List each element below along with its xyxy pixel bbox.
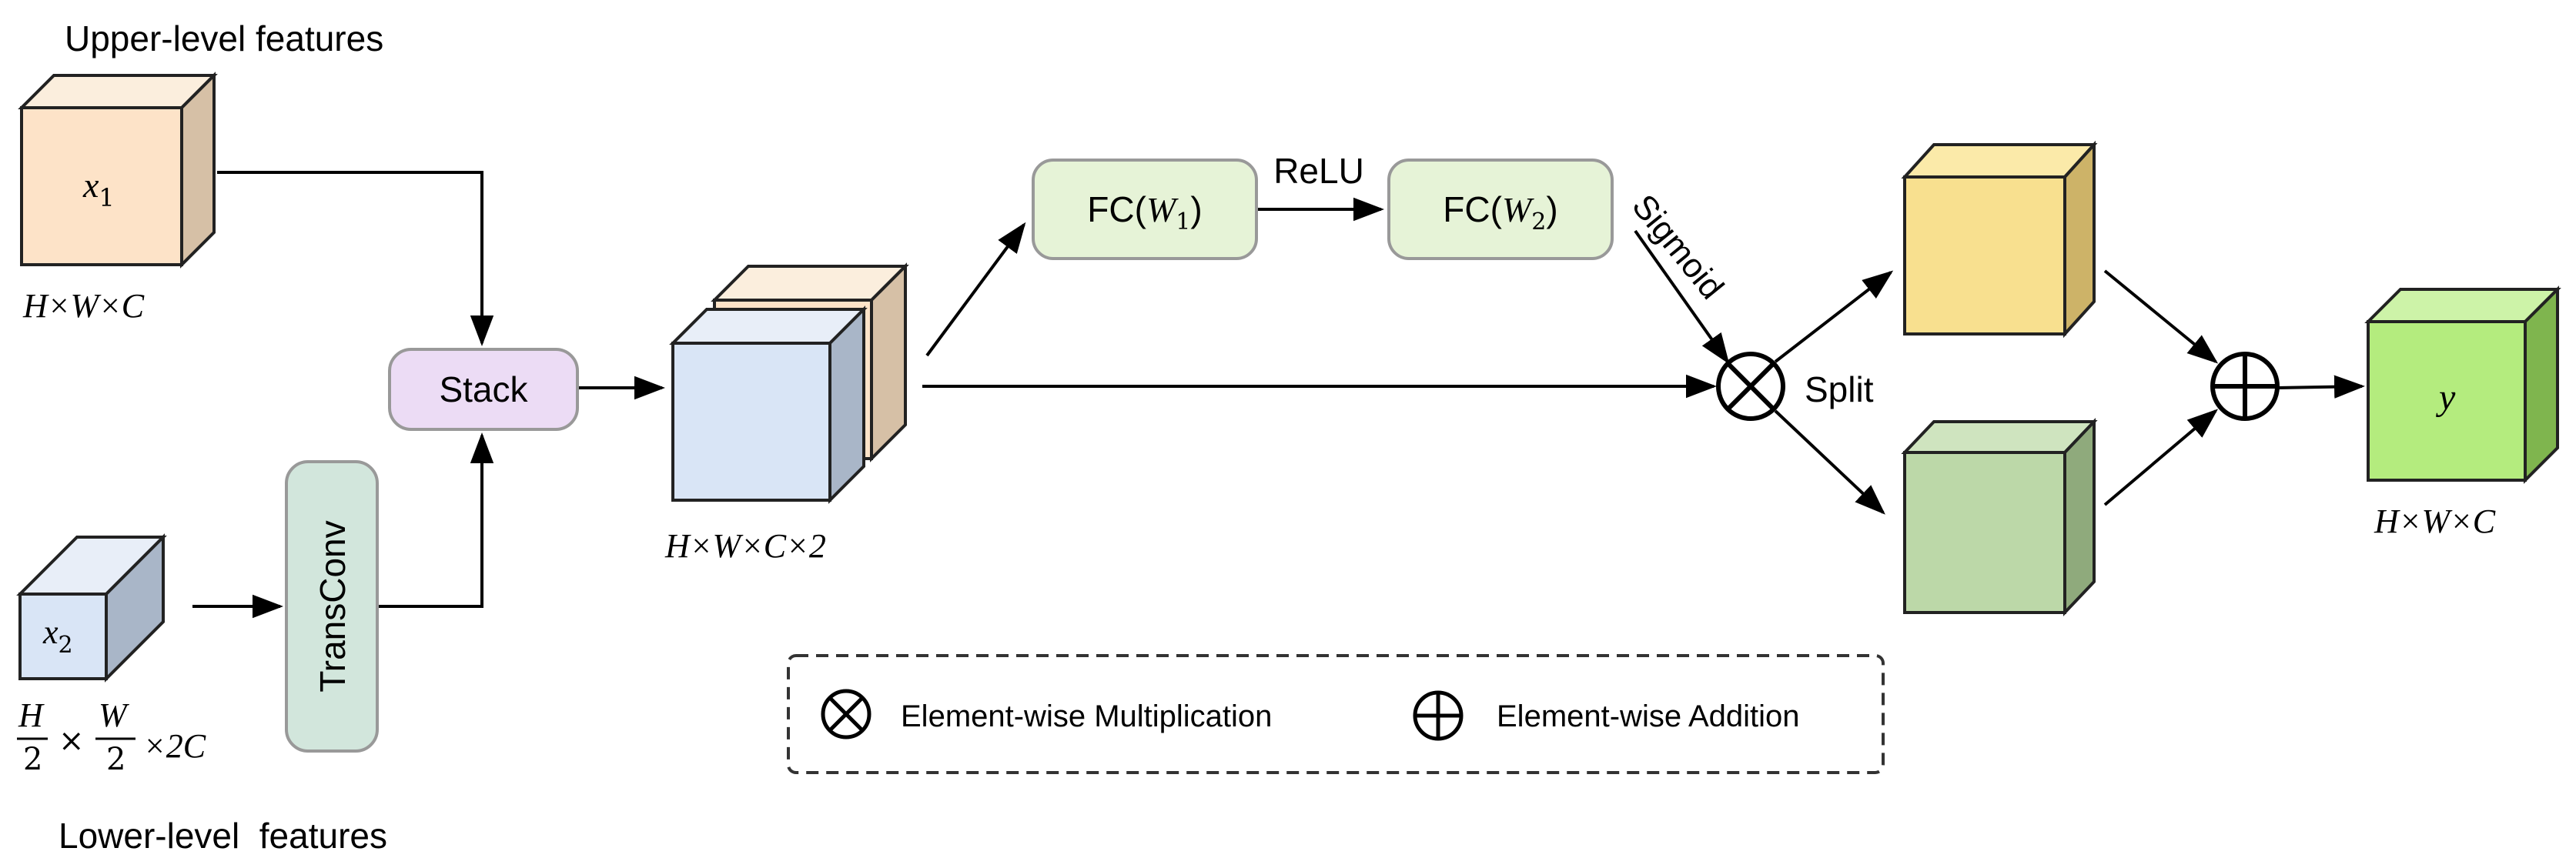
- transconv-box: [285, 460, 379, 753]
- x1-dims: H×W×C: [22, 287, 145, 325]
- x2-cube-label: x2: [42, 613, 73, 659]
- x2-dims-h: H: [18, 696, 45, 734]
- x2-cube-front: [18, 593, 108, 680]
- output-dims: H×W×C: [2374, 502, 2496, 540]
- x1-cube-label: x1: [82, 165, 115, 212]
- arrow-cube-to-fc1: [925, 222, 1026, 357]
- x1-cube-front: [20, 106, 183, 266]
- x2-dims-w: W: [99, 696, 129, 734]
- output-cube-label: y: [2435, 377, 2456, 418]
- x2-dims: H 2 × W 2 ×2C: [17, 696, 206, 777]
- legend: Element-wise Multiplication Element-wise…: [787, 654, 1885, 774]
- stack-box: [388, 348, 579, 431]
- split-label: Split: [1805, 369, 1874, 409]
- green-cube-front: [1903, 451, 2066, 614]
- upper-level-features-label: Upper-level features: [65, 18, 383, 58]
- fc2-box: [1387, 159, 1614, 260]
- legend-multiplication-label: Element-wise Multiplication: [901, 699, 1272, 733]
- output-cube: y: [2364, 285, 2561, 484]
- yellow-cube-side: [2063, 140, 2096, 339]
- connectors: [192, 171, 2365, 619]
- x2-dims-tail: ×2C: [143, 727, 206, 765]
- lower-level-features-label: Lower-level features: [59, 816, 387, 856]
- green-cube: [1901, 417, 2098, 617]
- legend-box: [787, 654, 1885, 774]
- arrow-green-to-add: [2103, 409, 2219, 506]
- arrow-add-to-output: [2277, 375, 2365, 399]
- legend-multiply-icon: [821, 689, 871, 739]
- legend-addition-label: Element-wise Addition: [1497, 699, 1800, 733]
- x1-cube: x1: [18, 72, 218, 269]
- fc1-label: FC(W1): [1087, 189, 1202, 235]
- arrow-multiply-to-yellow: [1774, 270, 1894, 363]
- x2-dims-times: ×: [59, 723, 85, 759]
- stacked-cube-front-face: [671, 342, 831, 502]
- output-cube-front: [2367, 320, 2527, 482]
- green-cube-top: [1901, 420, 2098, 454]
- x1-cube-side: [180, 72, 216, 269]
- arrow-yellow-to-add: [2103, 269, 2219, 364]
- multiply-operator: [1716, 352, 1785, 421]
- x2-dims-w-denominator: 2: [106, 742, 125, 777]
- arrow-transconv-to-stack: [379, 432, 494, 608]
- yellow-cube-front: [1903, 175, 2066, 336]
- green-cube-side: [2063, 417, 2096, 617]
- x2-cube: x2: [16, 533, 167, 683]
- stacked-cube-back-side: [870, 262, 907, 462]
- yellow-cube: [1901, 140, 2098, 339]
- fc2-label: FC(W2): [1443, 189, 1557, 235]
- fc1-box: [1032, 159, 1258, 260]
- stack-label: Stack: [439, 369, 528, 409]
- stacked-cube-dims: H×W×C×2: [664, 527, 826, 565]
- stacked-cube-front-side: [828, 305, 865, 504]
- arrow-fc2-to-multiply: [1634, 229, 1730, 365]
- x2-dims-h-denominator: 2: [23, 742, 42, 777]
- stacked-cube: [669, 262, 909, 504]
- output-cube-side: [2524, 285, 2559, 484]
- arrow-x1-to-stack: [217, 171, 494, 346]
- transconv-label: TransConv: [313, 520, 353, 692]
- yellow-cube-top: [1901, 143, 2098, 179]
- relu-label: ReLU: [1273, 151, 1364, 191]
- multiply-cross-b: [1726, 362, 1775, 411]
- arrow-multiply-to-green: [1774, 409, 1885, 515]
- legend-add-icon: [1413, 690, 1464, 741]
- add-operator: [2210, 352, 2280, 421]
